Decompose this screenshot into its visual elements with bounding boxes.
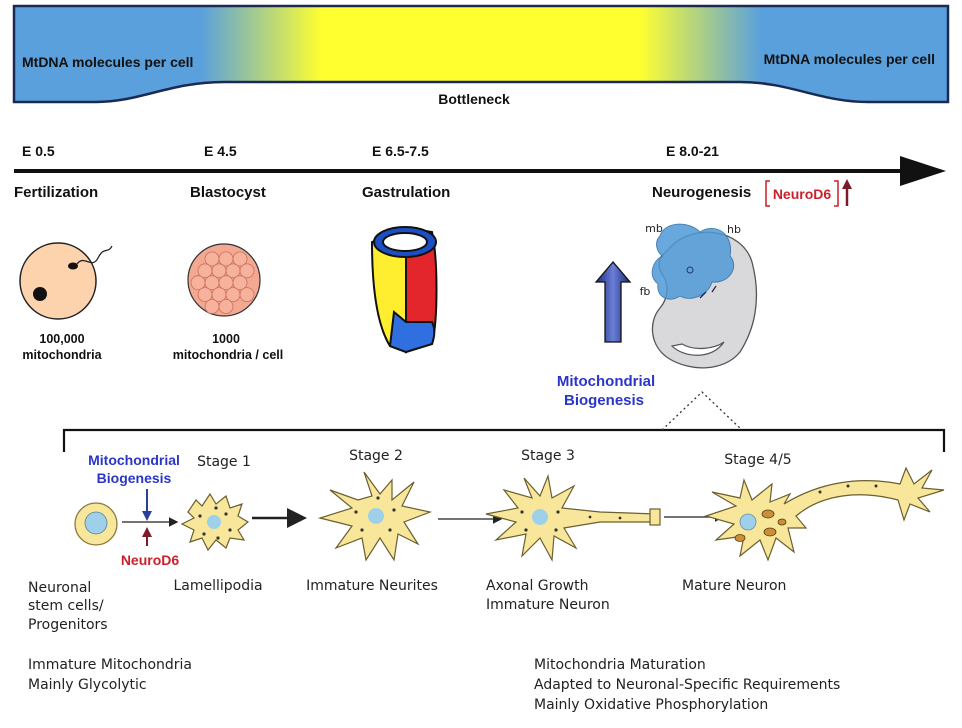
stage-3-label: Stage 3: [521, 448, 575, 464]
stage-neurogenesis: Neurogenesis: [652, 184, 751, 201]
bottleneck-shape: [12, 4, 950, 104]
left-note-1: Immature Mitochondria: [28, 657, 192, 673]
sperm-tail: [76, 245, 113, 265]
left-note-2: Mainly Glycolytic: [28, 677, 147, 693]
embryo-marks: [699, 285, 717, 299]
blastomeres: [190, 251, 255, 314]
stage-1-label: Stage 1: [197, 454, 251, 470]
neurod6-badge: NeuroD6: [765, 179, 852, 207]
dotted-zoom-triangle: [661, 391, 743, 431]
blastocyst-unit: mitochondria / cell: [173, 348, 283, 362]
caption-axonal-growth: Axonal Growth: [486, 578, 588, 594]
embryo-tail-gap: [670, 341, 725, 356]
bracket-line: [62, 428, 946, 452]
bottleneck-caption: Bottleneck: [438, 91, 510, 107]
mtdna-left-label: MtDNA molecules per cell: [22, 54, 193, 70]
blastomere: [232, 251, 248, 267]
neuron-differentiation-panel: Mitochondrial Biogenesis NeuroD6 Stage 1…: [28, 448, 945, 713]
time-e6-5-7-5: E 6.5-7.5: [372, 143, 429, 159]
mesoderm-blue: [388, 310, 436, 354]
right-note-2: Adapted to Neuronal-Specific Requirement…: [534, 677, 840, 693]
time-e4-5: E 4.5: [204, 143, 237, 159]
caption-mature-neuron: Mature Neuron: [682, 578, 786, 594]
mtdna-right-label: MtDNA molecules per cell: [764, 51, 935, 67]
sperm-head: [68, 262, 78, 270]
caption-lamellipodia: Lamellipodia: [173, 578, 262, 594]
expansion-bracket: [62, 391, 946, 452]
time-e8-21: E 8.0-21: [666, 143, 719, 159]
blastocyst-count: 1000: [212, 332, 240, 346]
mtdna-bottleneck: MtDNA molecules per cell MtDNA molecules…: [12, 4, 950, 107]
caption-immature-neuron: Immature Neuron: [486, 597, 610, 613]
blastomere: [239, 287, 255, 303]
progenitor-label-3: Progenitors: [28, 617, 108, 633]
caption-immature-neurites: Immature Neurites: [306, 578, 438, 594]
embryo-eye: [686, 266, 694, 274]
upper-biogenesis-line1: Mitochondrial: [557, 373, 655, 390]
stage1-cell: [180, 492, 250, 552]
progenitor-cell: [74, 502, 118, 546]
progenitor-label-1: Neuronal: [28, 580, 91, 596]
right-note-3: Mainly Oxidative Phosphorylation: [534, 697, 768, 713]
blastomere: [218, 299, 234, 314]
stage-gastrulation: Gastrulation: [362, 184, 450, 201]
zygote-illustration: 100,000 mitochondria: [19, 242, 113, 362]
lower-neurod6-label: NeuroD6: [121, 552, 180, 568]
embryo-illustration: mb hb fb: [640, 222, 758, 369]
zygote-cell: [19, 242, 97, 320]
biogenesis-up-arrow-icon: [594, 260, 632, 343]
upper-biogenesis-line2: Biogenesis: [564, 392, 644, 409]
gastrula-cavity: [382, 232, 428, 252]
blastomere: [204, 299, 220, 314]
mature-neuron: [703, 466, 945, 562]
lower-biogenesis-line2: Biogenesis: [97, 470, 172, 486]
right-note-1: Mitochondria Maturation: [534, 657, 706, 673]
blastomere: [239, 263, 255, 279]
neurod6-badge-label: NeuroD6: [773, 186, 832, 202]
zygote-unit: mitochondria: [22, 348, 102, 362]
label-fb: fb: [640, 285, 651, 298]
zygote-count: 100,000: [39, 332, 84, 346]
time-e0-5: E 0.5: [22, 143, 55, 159]
label-hb: hb: [727, 223, 741, 236]
stage-fertilization: Fertilization: [14, 184, 98, 201]
progenitor-label-2: stem cells/: [28, 598, 104, 614]
stage-4-5-label: Stage 4/5: [724, 452, 791, 468]
embryo-brain-blue: [651, 223, 735, 300]
developmental-timeline: E 0.5 E 4.5 E 6.5-7.5 E 8.0-21 Fertiliza…: [14, 143, 946, 207]
lower-biogenesis-line1: Mitochondrial: [88, 452, 180, 468]
label-mb: mb: [645, 222, 663, 235]
timeline-arrowhead: [900, 156, 946, 186]
zygote-nucleus: [33, 287, 47, 301]
gastrula-illustration: [370, 226, 438, 354]
stage-blastocyst: Blastocyst: [190, 184, 266, 201]
stage2-cell: [317, 471, 433, 562]
stage-2-label: Stage 2: [349, 448, 403, 464]
blastocyst-illustration: 1000 mitochondria / cell: [173, 243, 283, 362]
blastomere: [232, 275, 248, 291]
stage3-cell: [485, 473, 661, 563]
